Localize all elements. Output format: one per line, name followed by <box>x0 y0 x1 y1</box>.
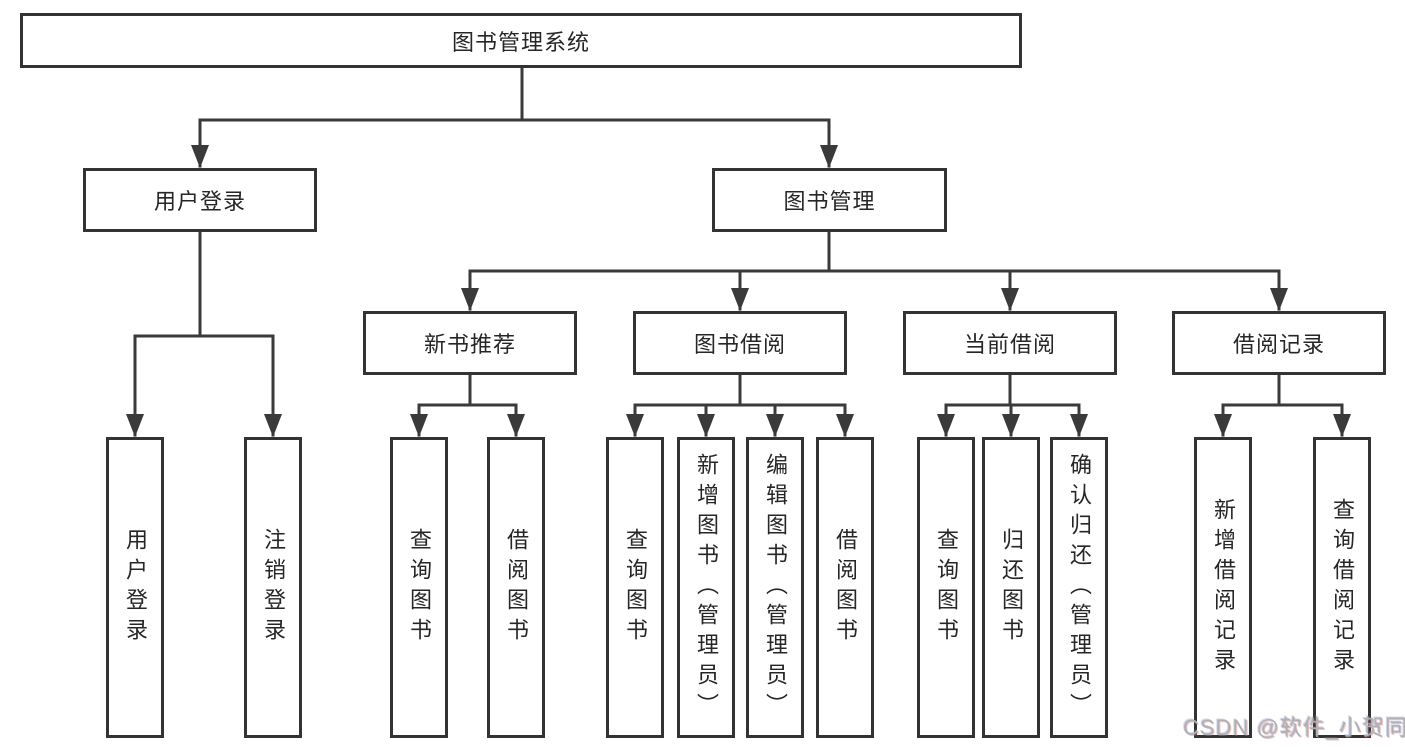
node-label: 用户登录 <box>123 527 148 648</box>
node-label: 图书管理 <box>783 189 876 214</box>
node-label: 确认归还（管理员） <box>1067 452 1092 723</box>
node-records-query-record: 查询借阅记录 <box>1313 437 1371 738</box>
node-current-borrowing: 当前借阅 <box>903 311 1117 375</box>
node-user-login: 用户登录 <box>83 168 317 232</box>
node-current-query-books: 查询图书 <box>917 437 975 738</box>
node-new-book-recommend: 新书推荐 <box>363 311 577 375</box>
node-label: 图书借阅 <box>693 332 786 357</box>
node-label: 查询借阅记录 <box>1330 497 1355 678</box>
node-newrec-query-books: 查询图书 <box>390 437 448 738</box>
node-leaf-logout: 注销登录 <box>244 437 302 738</box>
node-current-return-books: 归还图书 <box>982 437 1040 738</box>
node-library-management-system: 图书管理系统 <box>20 13 1022 68</box>
node-book-borrowing: 图书借阅 <box>633 311 847 375</box>
node-newrec-borrow-books: 借阅图书 <box>487 437 545 738</box>
node-book-management: 图书管理 <box>712 168 947 232</box>
node-leaf-user-login: 用户登录 <box>106 437 164 738</box>
node-label: 归还图书 <box>999 527 1024 648</box>
node-current-confirm-return-admin: 确认归还（管理员） <box>1050 437 1108 738</box>
node-label: 借阅记录 <box>1232 332 1325 357</box>
node-label: 查询图书 <box>407 527 432 648</box>
node-label: 借阅图书 <box>833 527 858 648</box>
node-borrow-edit-books-admin: 编辑图书（管理员） <box>746 437 804 738</box>
node-borrow-add-books-admin: 新增图书（管理员） <box>677 437 735 738</box>
node-borrow-query-books: 查询图书 <box>606 437 664 738</box>
node-label: 借阅图书 <box>504 527 529 648</box>
node-borrow-borrow-books: 借阅图书 <box>816 437 874 738</box>
node-label: 新书推荐 <box>423 332 516 357</box>
node-label: 查询图书 <box>623 527 648 648</box>
node-label: 新增借阅记录 <box>1211 497 1236 678</box>
node-label: 图书管理系统 <box>451 29 590 55</box>
watermark: CSDN @软件_小贺同学 <box>1183 715 1405 740</box>
node-label: 编辑图书（管理员） <box>763 452 788 723</box>
node-label: 用户登录 <box>153 189 246 214</box>
node-label: 注销登录 <box>261 527 286 648</box>
node-borrowing-records: 借阅记录 <box>1172 311 1386 375</box>
node-label: 新增图书（管理员） <box>694 452 719 723</box>
node-label: 查询图书 <box>934 527 959 648</box>
node-records-add-record: 新增借阅记录 <box>1194 437 1252 738</box>
node-label: 当前借阅 <box>963 332 1056 357</box>
